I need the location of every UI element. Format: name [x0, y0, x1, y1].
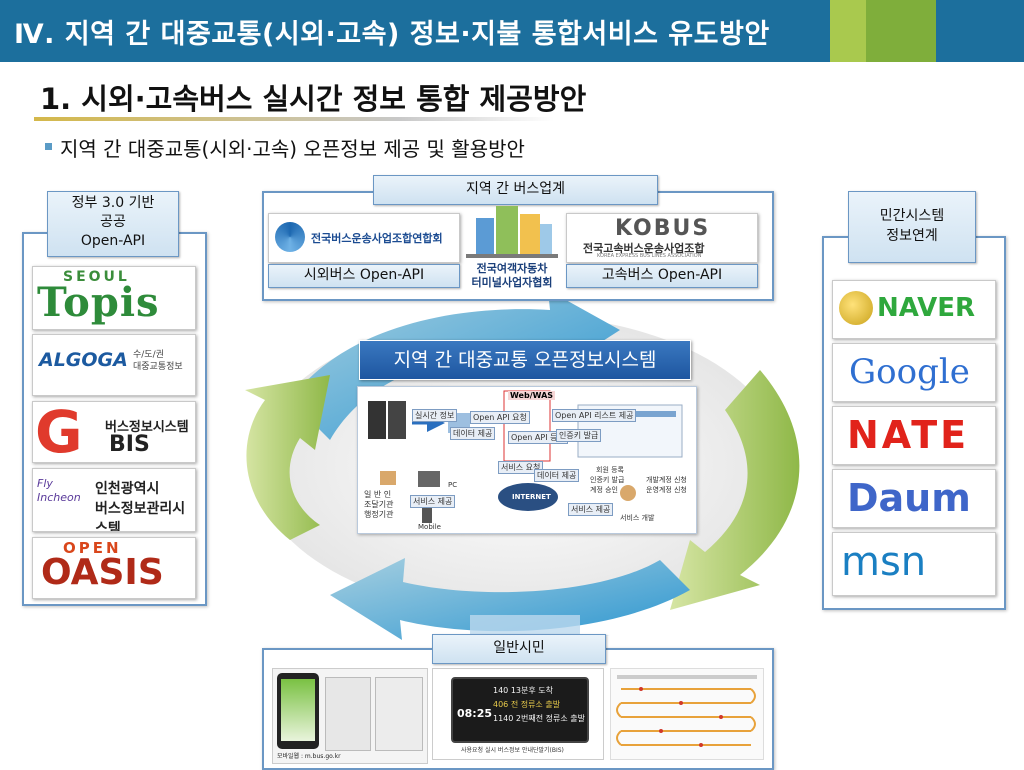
service-provide-label: 서비스 제공	[410, 495, 456, 508]
intercity-open-api-tag: 시외버스 Open-API	[268, 264, 460, 288]
header-title: Ⅳ. 지역 간 대중교통(시외·고속) 정보·지불 통합서비스 유도방안	[14, 19, 770, 50]
naver-bee-icon	[839, 291, 873, 325]
dev-account-label: 개발계정 신청	[646, 476, 687, 484]
internet-label: INTERNET	[512, 493, 551, 501]
cycle-arrow-right	[670, 370, 800, 610]
bullet-icon	[45, 143, 52, 150]
naver-logo: NAVER	[832, 280, 996, 339]
route-map-screenshot	[610, 668, 764, 760]
admin-label: 행정기관	[364, 510, 394, 519]
open-info-system-banner: 지역 간 대중교통 오픈정보시스템	[359, 340, 691, 380]
bus-industry-tag: 지역 간 버스업계	[373, 175, 658, 205]
service-provide2-label: 서비스 제공	[568, 503, 614, 516]
bis-logo: G 버스정보시스템 BIS	[32, 401, 196, 463]
mobile-app-screenshot: 모바일웹 : m.bus.go.kr	[272, 668, 428, 764]
section-subtitle: 지역 간 대중교통(시외·고속) 오픈정보 제공 및 활용방안	[60, 137, 525, 161]
pc-label: PC	[448, 481, 458, 489]
incheon-bis-logo: Fly Incheon 인천광역시 버스정보관리시스템	[32, 468, 196, 532]
title-underline	[34, 117, 554, 121]
route-map-lines	[616, 675, 757, 747]
open-api-register-label: Open API 등록	[508, 431, 568, 444]
open-api-list-label: Open API 리스트 제공	[552, 409, 637, 422]
data-provide-label: 데이터 제공	[450, 427, 496, 440]
account-approve-label: 계정 승인	[590, 486, 618, 494]
citizen-tag: 일반시민	[432, 634, 606, 664]
user-label: 일 반 인	[364, 490, 392, 499]
mobile-web-caption: 모바일웹 : m.bus.go.kr	[277, 753, 341, 760]
daum-logo: Daum	[832, 469, 996, 528]
private-system-tag: 민간시스템 정보연계	[848, 191, 976, 263]
terminal-building-icon	[466, 206, 558, 258]
service-dev-label: 서비스 개발	[620, 514, 655, 522]
system-architecture-diagram: Web/WAS 실시간 정보 Open API 요청 Open API 리스트 …	[357, 386, 697, 534]
public-api-tag: 정부 3.0 기반 공공 Open-API	[47, 191, 179, 257]
intercity-bus-federation-logo: 전국버스운송사업조합연합회	[268, 213, 460, 263]
header-accent-dark	[866, 0, 936, 62]
phone-2-icon	[325, 677, 371, 751]
mobile-label: Mobile	[418, 523, 441, 531]
terminal-association-label: 전국여객자동차 터미널사업자협회	[471, 262, 553, 289]
member-register-label: 회원 등록	[596, 466, 624, 474]
kobus-logo: KOBUS 전국고속버스운송사업조합 KOREA EXPRESS BUS LIN…	[566, 213, 758, 263]
bis-caption: 사용요청 실시 버스정보 안내단말기(BIS)	[461, 747, 564, 754]
architecture-shapes	[368, 390, 683, 523]
bus-info-terminal-photo: 140 13분후 도착 406 전 정류소 출발 1140 2번째전 정류소 출…	[432, 668, 604, 760]
cert-key-label: 인증키 발급	[556, 429, 602, 442]
federation-emblem-icon	[275, 222, 305, 252]
google-logo: Google	[832, 343, 996, 402]
nate-logo: NATE	[832, 406, 996, 465]
phone-3-icon	[375, 677, 423, 751]
cycle-arrow-top	[290, 290, 620, 440]
cert-apply-label: 인증키 발급	[590, 476, 625, 484]
op-account-label: 운영계정 신청	[646, 486, 687, 494]
cycle-arrow-bottom	[330, 558, 690, 640]
data-provide2-label: 데이터 제공	[534, 469, 580, 482]
express-open-api-tag: 고속버스 Open-API	[566, 264, 758, 288]
section-title: 1. 시외·고속버스 실시간 정보 통합 제공방안	[40, 82, 587, 116]
realtime-label: 실시간 정보	[412, 409, 458, 422]
cycle-arrow-left	[245, 375, 330, 540]
bis-display-screen	[451, 677, 589, 743]
header-accent-light	[830, 0, 866, 62]
org-label: 조달기관	[364, 500, 394, 509]
service-request-label: 서비스 요청	[498, 461, 544, 474]
open-api-request-label: Open API 요청	[470, 411, 530, 424]
open-oasis-logo: OPEN OASIS	[32, 537, 196, 599]
msn-logo: msn	[832, 532, 996, 596]
algoga-logo: ALGOGA 수/도/권 대중교통정보	[32, 334, 196, 396]
web-was-label: Web/WAS	[508, 391, 556, 400]
topis-logo: SEOUL Topis	[32, 266, 196, 330]
